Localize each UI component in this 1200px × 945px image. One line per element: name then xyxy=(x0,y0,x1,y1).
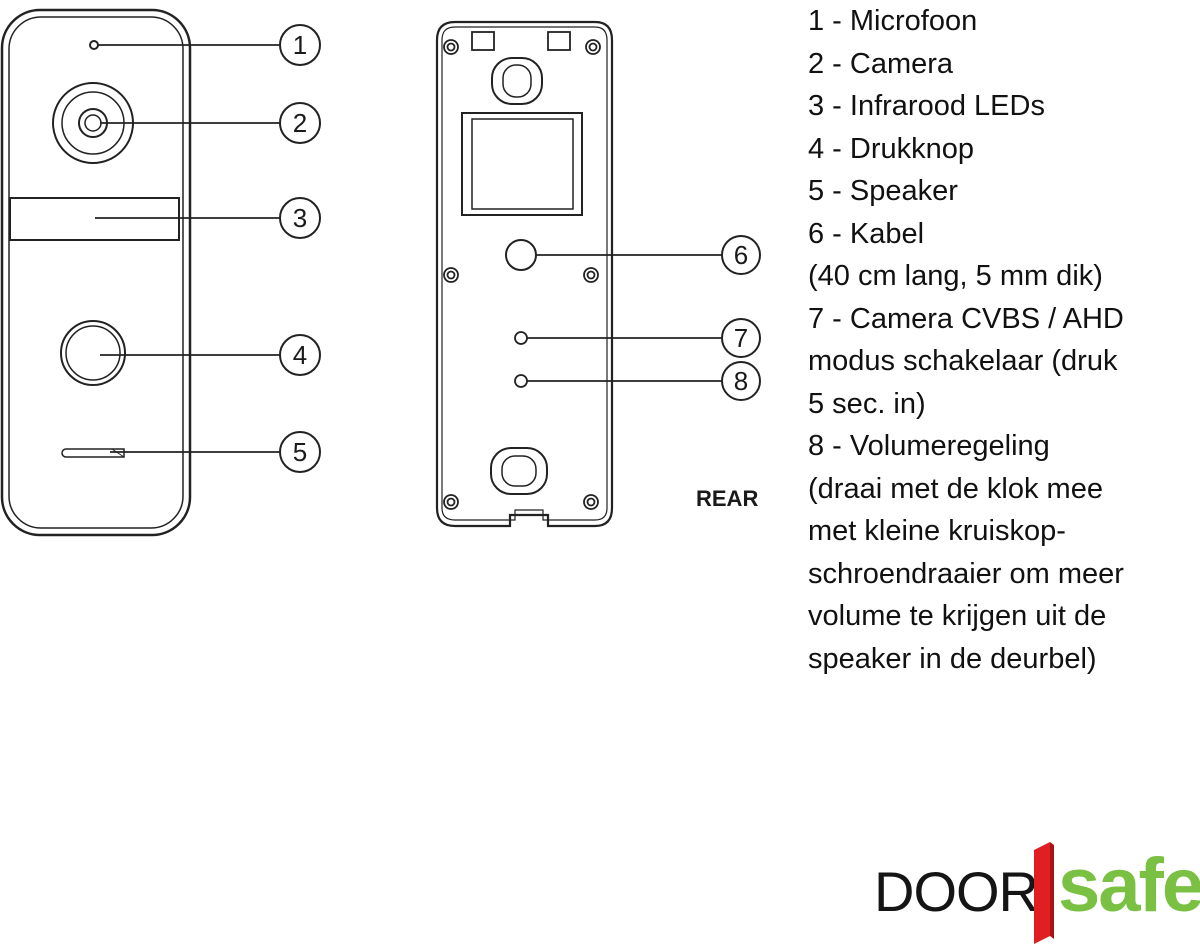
callout-circle-3 xyxy=(279,197,321,239)
callout-number-1: 1 xyxy=(293,30,307,60)
legend-line: speaker in de deurbel) xyxy=(808,642,1097,675)
legend-line: 4 - Drukknop xyxy=(808,132,975,165)
callout-number-7: 7 xyxy=(734,323,748,353)
doorbell-diagram: 1 2 3 4 5 6 7 8 REAR xyxy=(0,8,761,537)
rear-top-mount-slot xyxy=(491,57,543,105)
rear-leader-lines xyxy=(527,254,722,382)
rear-clip-left xyxy=(471,31,495,51)
infrared-led-strip xyxy=(9,197,180,241)
callout-circle-4 xyxy=(279,334,321,376)
callout-number-6: 6 xyxy=(734,240,748,270)
callout-circle-6 xyxy=(721,235,761,275)
legend-line: met kleine kruiskop- xyxy=(808,515,1066,547)
callout-number-5: 5 xyxy=(293,437,307,467)
rear-camera-recess xyxy=(461,112,583,216)
legend-line: 8 - Volumeregeling xyxy=(808,430,1050,462)
speaker-slot xyxy=(61,448,125,458)
volume-control xyxy=(514,374,528,388)
legend-line: 5 sec. in) xyxy=(808,387,926,420)
mode-switch xyxy=(514,331,528,345)
cable-exit xyxy=(505,239,537,271)
callout-circle-8 xyxy=(721,361,761,401)
callout-number-8: 8 xyxy=(734,366,748,396)
callout-circle-5 xyxy=(279,431,321,473)
legend-line: 7 - Camera CVBS / AHD xyxy=(808,302,1124,335)
callout-number-2: 2 xyxy=(293,108,307,138)
microphone-hole xyxy=(89,40,99,50)
logo-door-text: DOOR xyxy=(874,860,1039,923)
legend-list: 1 - Microfoon 2 - Camera 3 - Infrarood L… xyxy=(808,0,1200,680)
rear-bottom-mount-slot xyxy=(490,447,548,495)
callout-circle-2 xyxy=(279,102,321,144)
callout-number-4: 4 xyxy=(293,340,307,370)
legend-line: (draai met de klok mee xyxy=(808,472,1103,505)
legend-line: (40 cm lang, 5 mm dik) xyxy=(808,260,1103,292)
legend-line: 1 - Microfoon xyxy=(808,5,978,37)
legend-line: 5 - Speaker xyxy=(808,175,958,207)
logo-door-bar-icon xyxy=(1034,842,1054,944)
callout-circle-1 xyxy=(279,24,321,66)
rear-panel xyxy=(435,20,614,528)
doorsafe-logo: DOOR safe xyxy=(874,838,1200,945)
front-leader-lines xyxy=(95,44,280,453)
legend-line: modus schakelaar (druk xyxy=(808,345,1118,377)
legend-line: 6 - Kabel xyxy=(808,217,925,250)
legend-line: schroendraaier om meer xyxy=(808,557,1124,590)
legend-line: volume te krijgen uit de xyxy=(808,600,1107,632)
logo-safe-text: safe xyxy=(1058,843,1200,928)
push-button xyxy=(60,320,126,386)
rear-screw-holes xyxy=(443,39,601,510)
callout-number-3: 3 xyxy=(293,203,307,233)
legend-line: 2 - Camera xyxy=(808,47,954,80)
legend-line: 3 - Infrarood LEDs xyxy=(808,90,1045,122)
rear-clip-right xyxy=(547,31,571,51)
front-panel xyxy=(0,8,192,537)
rear-label: REAR xyxy=(696,486,758,511)
callout-circle-7 xyxy=(721,318,761,358)
